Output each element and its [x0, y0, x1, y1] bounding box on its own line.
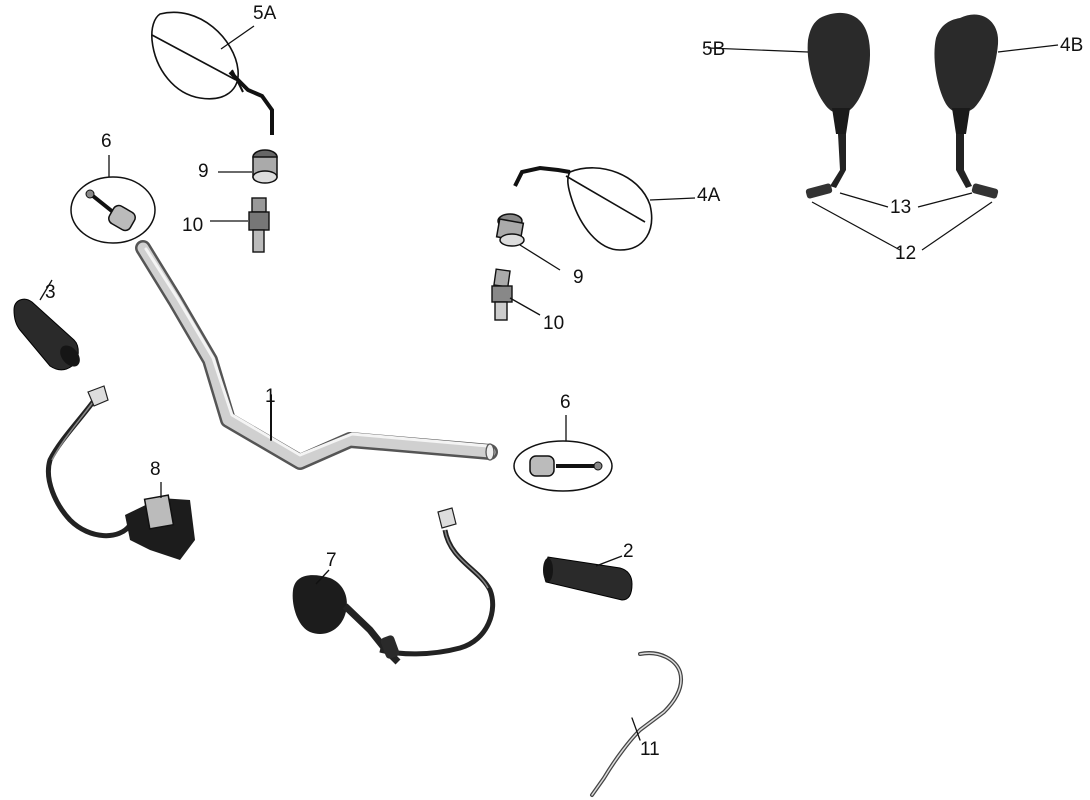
mirror-4a	[513, 165, 696, 251]
callout-11: 11	[640, 739, 660, 760]
nut-9-right	[495, 213, 561, 271]
bar-end-6-right	[513, 415, 613, 492]
callout-6-right: 6	[560, 392, 571, 413]
callout-3: 3	[45, 282, 56, 303]
callout-5b: 5B	[702, 39, 726, 60]
bolt-10-top	[210, 197, 270, 253]
callout-4a: 4A	[697, 185, 721, 206]
grip-2	[543, 555, 633, 601]
nut-9-top	[218, 149, 278, 184]
callout-2: 2	[623, 541, 634, 562]
leader-lines-12-13	[811, 192, 993, 251]
switch-7-center	[292, 507, 496, 665]
mirror-4b	[934, 14, 1059, 199]
callout-5a: 5A	[253, 3, 277, 24]
callout-13: 13	[890, 197, 912, 218]
cable-11	[590, 651, 683, 797]
callout-10-right: 10	[543, 313, 565, 334]
callout-10-top: 10	[182, 215, 204, 236]
callout-6-top: 6	[101, 131, 112, 152]
mirror-5a	[151, 11, 274, 135]
callout-12: 12	[895, 243, 917, 264]
callout-7: 7	[326, 550, 337, 571]
bolt-10-right	[491, 268, 541, 321]
callout-9-right: 9	[573, 267, 584, 288]
callout-4b: 4B	[1060, 35, 1084, 56]
callout-9-top: 9	[198, 161, 209, 182]
callout-1: 1	[265, 386, 276, 407]
switch-8-left	[45, 385, 195, 560]
handlebar-1	[135, 240, 498, 470]
mirror-5b	[707, 12, 871, 199]
bar-end-6-left	[70, 155, 156, 244]
callout-8: 8	[150, 459, 161, 480]
grip-3	[13, 279, 80, 371]
